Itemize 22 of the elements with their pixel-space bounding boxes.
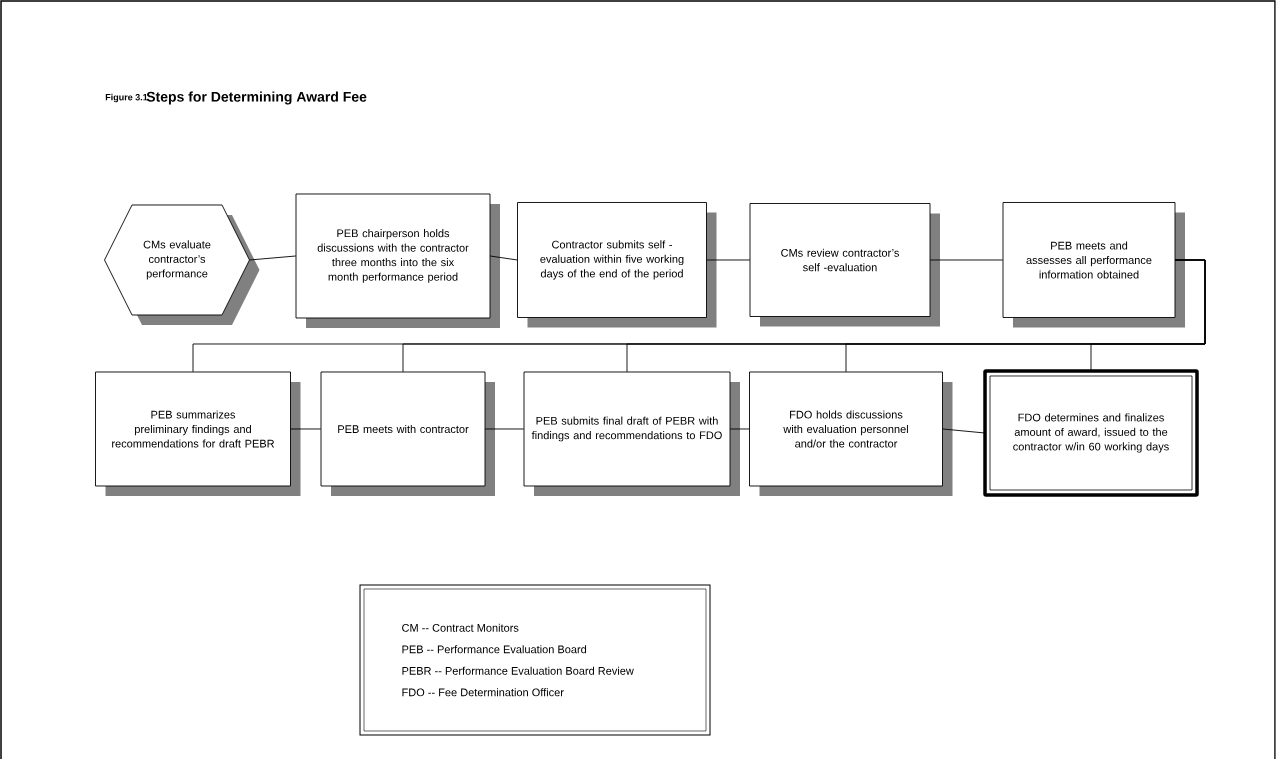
connector-line xyxy=(729,428,750,430)
process-box: PEB meets and assesses all performance information obtained xyxy=(1002,202,1185,328)
connector-line xyxy=(249,255,297,261)
process-box: PEB chairperson holds discussions with the contractor three months into the six month performance period xyxy=(295,193,500,328)
process-box: Contractor submits self -evaluation within five working days of the end of the period xyxy=(517,202,717,328)
connector-line xyxy=(484,428,525,430)
connector-line xyxy=(942,428,986,434)
process-hexagon: CMs evaluate contractor’s performance xyxy=(104,204,260,325)
connector-line xyxy=(706,259,751,261)
process-box: PEB submits final draft of PEBR with findings and recommendations to FDO xyxy=(523,371,740,496)
process-box: FDO determines and finalizes amount of award, issued to the contractor w/in 60 working days xyxy=(983,369,1199,497)
process-box: PEB summarizes preliminary findings and recommendations for draft PEBR xyxy=(95,371,301,496)
figure-number: Figure 3.1 xyxy=(105,93,148,103)
process-box: PEB meets with contractor xyxy=(320,371,495,496)
connector-line xyxy=(1090,259,1206,372)
connector-line xyxy=(489,255,518,261)
connector-line xyxy=(929,259,1004,261)
process-box: CMs review contractor’s self -evaluation xyxy=(749,203,940,327)
legend-box: CM -- Contract Monitors PEB -- Performance Evaluation Board PEBR -- Performance Evaluation Board Review FDO -- Fee Determination Officer xyxy=(359,584,711,736)
connector-line xyxy=(290,428,322,430)
process-box: FDO holds discussions with evaluation personnel and/or the contractor xyxy=(749,371,953,496)
title: Steps for Determining Award Fee xyxy=(146,91,367,105)
